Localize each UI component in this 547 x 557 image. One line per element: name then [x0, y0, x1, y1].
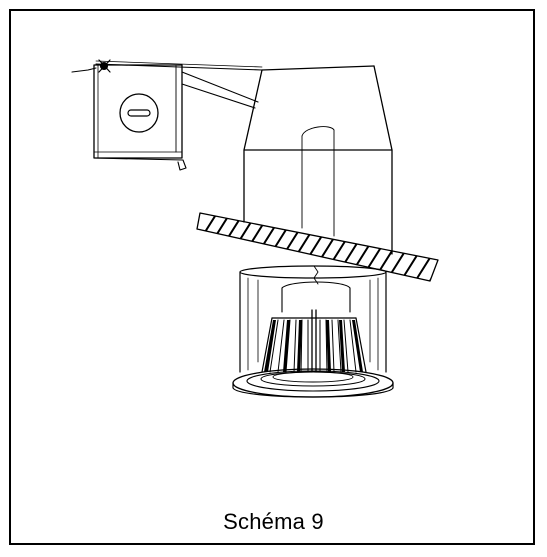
junction-box [71, 59, 263, 171]
housing-can [243, 65, 393, 255]
figure-caption: Schéma 9 [223, 509, 324, 534]
ceiling-section [196, 212, 439, 282]
led-trim-module [232, 265, 394, 398]
mounting-bracket [175, 65, 259, 153]
